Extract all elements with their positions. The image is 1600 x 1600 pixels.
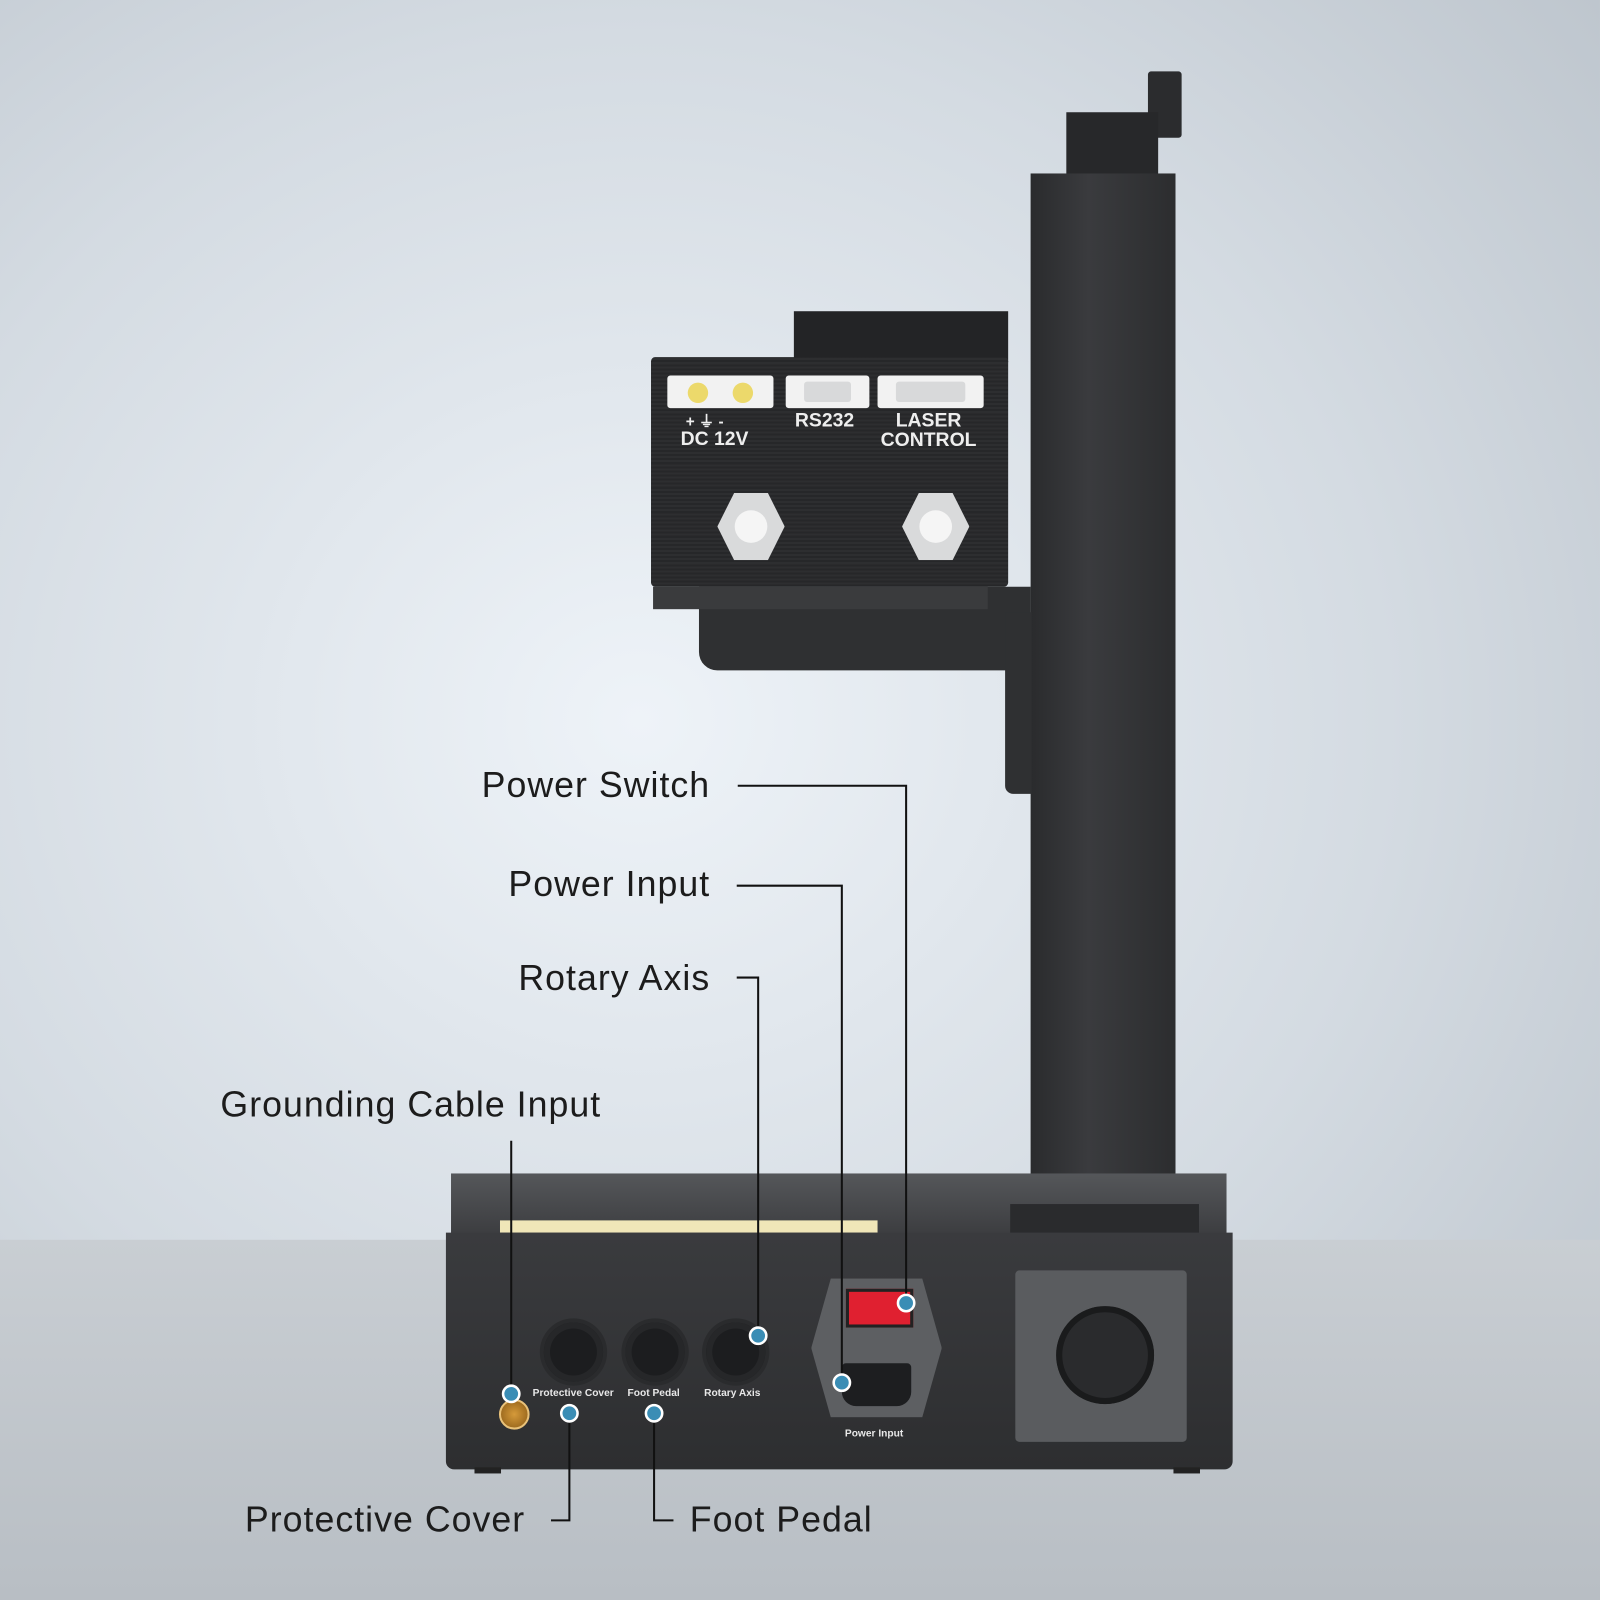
- rotary-axis-callout: Rotary Axis: [518, 958, 711, 998]
- iec-power-socket[interactable]: [841, 1363, 912, 1407]
- rs232-port[interactable]: [785, 375, 870, 409]
- head-bottom: [653, 586, 988, 610]
- protective-cover-callout: Protective Cover: [244, 1499, 526, 1540]
- column: [1030, 173, 1176, 1207]
- protective-cover-port-label: Protective Cover: [532, 1387, 614, 1399]
- power-input-port-label: Power Input: [844, 1428, 904, 1440]
- dc-12v-label: DC 12V: [680, 428, 749, 450]
- bracket-arm: [1005, 612, 1032, 794]
- foot-pedal-callout: Foot Pedal: [689, 1499, 873, 1540]
- dc-polarity-label: + ⏚ -: [685, 413, 724, 431]
- rotary-axis-port-label: Rotary Axis: [704, 1387, 761, 1399]
- head-back: [793, 311, 1009, 363]
- foot-pedal-port-label: Foot Pedal: [627, 1387, 680, 1399]
- grounding-terminal[interactable]: [498, 1398, 530, 1430]
- power-input-dot: [832, 1373, 852, 1393]
- power-input-leader: [736, 884, 843, 1383]
- rotary-axis-dot: [748, 1326, 768, 1346]
- dc-pin-minus: [732, 382, 754, 404]
- rotary-axis-leader: [736, 976, 760, 1336]
- power-input-callout: Power Input: [508, 864, 711, 905]
- power-switch-callout: Power Switch: [481, 765, 711, 806]
- column-foot: [1010, 1204, 1199, 1235]
- foot-pedal-dot: [644, 1403, 664, 1423]
- dc-pin-plus: [687, 382, 709, 404]
- power-switch-leader: [737, 784, 908, 1304]
- protective-cover-port[interactable]: [543, 1322, 604, 1382]
- rs232-label: RS232: [794, 410, 855, 432]
- laser-control-label: LASER CONTROL: [880, 410, 977, 452]
- cable-gland-right: [902, 492, 970, 561]
- grounding-cable-callout: Grounding Cable Input: [220, 1084, 602, 1125]
- fan-icon: [1056, 1306, 1155, 1405]
- laser-control-port[interactable]: [877, 375, 984, 409]
- column-cap: [1066, 112, 1159, 176]
- protective-cover-leader: [551, 1413, 571, 1522]
- foot-right: [1173, 1467, 1200, 1474]
- dc-12v-port[interactable]: [667, 375, 774, 409]
- warning-label: [499, 1220, 878, 1233]
- grounding-dot: [501, 1384, 521, 1404]
- protective-cover-dot: [559, 1403, 579, 1423]
- foot-left: [474, 1467, 502, 1474]
- power-switch-dot: [896, 1293, 916, 1313]
- foot-pedal-port[interactable]: [625, 1322, 685, 1382]
- foot-pedal-leader: [653, 1413, 674, 1522]
